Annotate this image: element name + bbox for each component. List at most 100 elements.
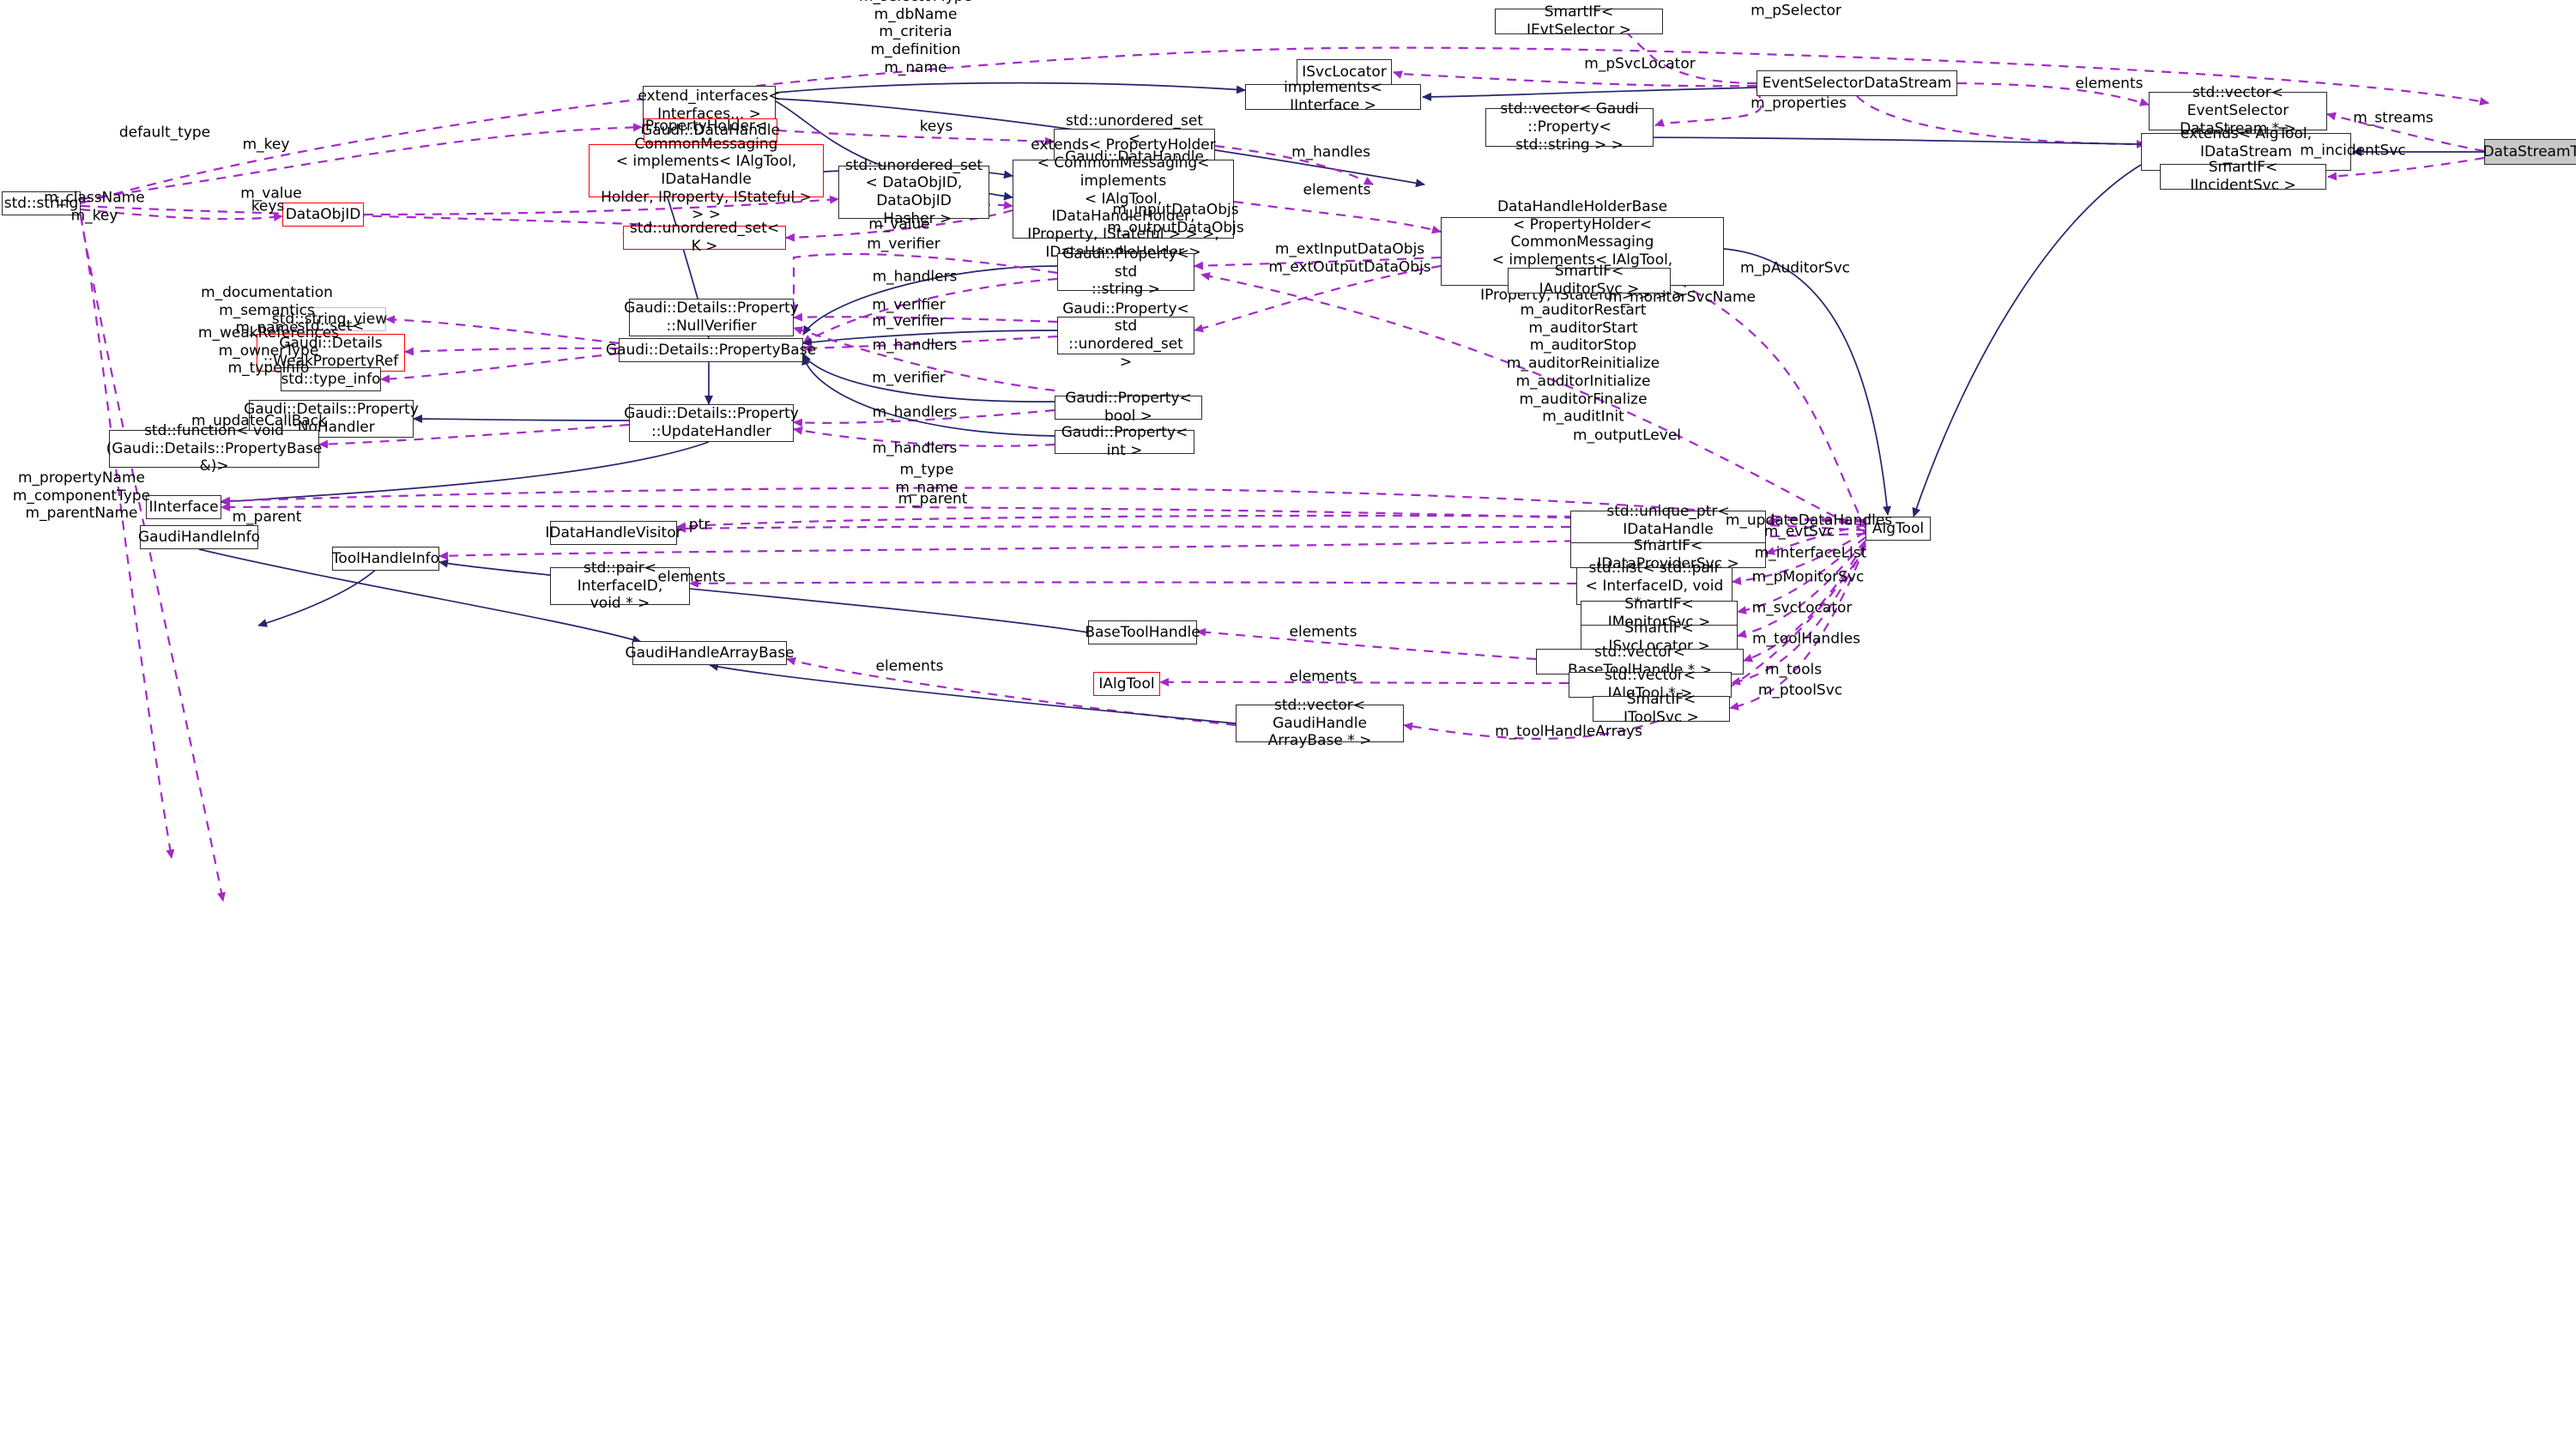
edge-e64	[689, 578, 1577, 588]
edge-label-svclocator: m_svcLocator	[1751, 599, 1853, 617]
class-node-gaudi_property_int[interactable]: Gaudi::Property< int >	[1055, 424, 1194, 459]
edge-e27	[1670, 278, 1866, 529]
edge-e63	[676, 523, 1571, 533]
edge-e12	[80, 46, 2489, 205]
edge-label-elements_gaudihandlearray: elements	[875, 657, 944, 675]
class-node-implements_iinterface[interactable]: implements< IInterface >	[1245, 79, 1421, 114]
edge-label-elements_basetoolhandle: elements	[1289, 623, 1358, 641]
class-node-std_function_void[interactable]: std::function< void (Gaudi::Details::Pro…	[106, 421, 323, 475]
edge-e66	[1159, 677, 1569, 687]
class-node-vector_gaudi_property_string_top[interactable]: std::vector< Gaudi ::Property< std::stri…	[1485, 100, 1654, 154]
edge-label-pauditorsvc: m_pAuditorSvc	[1739, 259, 1851, 277]
edge-label-pmonitorsvc: m_pMonitorSvc	[1751, 568, 1865, 586]
edge-label-classname_mkey: m_className m_key	[44, 189, 145, 224]
class-node-gaudihandlearraybase[interactable]: GaudiHandleArrayBase	[626, 641, 795, 665]
edge-label-toolhandlearrays: m_toolHandleArrays	[1495, 723, 1642, 741]
class-node-std_string[interactable]: std::string	[2, 191, 81, 215]
class-node-algtool[interactable]: AlgTool	[1865, 517, 1931, 541]
edge-e4	[1654, 88, 1763, 127]
edge-e5	[1856, 95, 2146, 148]
class-node-gaudi_property_unordered_set[interactable]: Gaudi::Property< std ::unordered_set >	[1057, 300, 1194, 371]
class-node-idatahandlevisitor[interactable]: IDataHandleVisitor	[545, 521, 682, 545]
edge-label-elements_ialgtool: elements	[1289, 668, 1358, 686]
class-node-dataobjid[interactable]: DataObjID	[282, 203, 364, 227]
class-node-smartif_ievtselector[interactable]: SmartIF< IEvtSelector >	[1495, 3, 1663, 39]
class-node-vector_gaudihandlearraybase[interactable]: std::vector< GaudiHandle ArrayBase * >	[1236, 697, 1404, 749]
edge-e9	[2327, 156, 2485, 181]
edge-label-incidentsvc: m_incidentSvc	[2300, 142, 2406, 160]
edge-label-verifier_3: m_verifier	[872, 312, 946, 330]
edge-e2	[1393, 70, 1757, 88]
edge-e42	[385, 315, 620, 345]
edge-label-ptr: ptr	[688, 516, 711, 534]
edge-label-m_value_k: m_value	[868, 215, 930, 233]
edge-label-selector_block: m_selectorType m_dbName m_criteria m_def…	[859, 0, 972, 77]
edge-label-handlers_2: m_handlers	[872, 336, 958, 354]
edge-e3	[1422, 87, 1757, 101]
edge-label-input_output_dataobjs: m_inputDataObjs m_outputDataObjs	[1107, 201, 1244, 236]
class-node-iinterface[interactable]: IInterface	[146, 495, 221, 519]
class-node-gaudi_property_string[interactable]: Gaudi::Property< std ::string >	[1057, 245, 1194, 298]
edge-e43	[404, 347, 620, 356]
class-node-unordered_set_dataobjid[interactable]: std::unordered_set < DataObjID, DataObjI…	[838, 157, 989, 227]
class-node-datastreamtool[interactable]: DataStreamTool	[2482, 139, 2576, 165]
edge-label-keys_datahandle: keys	[919, 118, 953, 136]
edge-label-elements_pair: elements	[657, 568, 726, 586]
edge-label-elements_esds: elements	[2075, 75, 2144, 93]
class-node-ialgtool[interactable]: IAlgTool	[1093, 672, 1160, 696]
class-node-std_type_info[interactable]: std::type_info	[281, 367, 381, 391]
class-node-gaudihandleinfo[interactable]: GaudiHandleInfo	[138, 525, 260, 549]
edge-e45	[413, 414, 630, 424]
edge-label-streams: m_streams	[2353, 109, 2434, 127]
edge-e40	[801, 355, 1055, 437]
edge-label-default_type: default_type	[118, 124, 211, 142]
edge-label-parent_top: m_parent	[898, 490, 968, 508]
edge-label-updatecallback: m_updateCallBack	[191, 412, 327, 430]
edge-label-handlers_3: m_handlers	[872, 403, 958, 421]
edge-label-psvclocator: m_pSvcLocator	[1584, 55, 1696, 73]
edge-label-outputlevel: m_outputLevel	[1572, 427, 1682, 445]
edge-label-toolhandles: m_toolHandles	[1751, 630, 1861, 648]
edge-label-handlers_1: m_handlers	[872, 268, 958, 286]
edge-e44	[380, 352, 620, 384]
edge-e16	[777, 129, 1055, 146]
edge-label-handles: m_handles	[1291, 143, 1370, 161]
edge-label-parent_left: m_parent	[232, 508, 302, 526]
class-node-toolhandleinfo[interactable]: ToolHandleInfo	[332, 547, 439, 571]
edge-e20	[80, 204, 653, 235]
edge-label-weakrefs_block: m_weakReferences m_ownerType m_typeinfo	[197, 324, 340, 378]
edge-e65	[1196, 627, 1537, 661]
edge-label-interfacelist: m_interfaceList	[1754, 544, 1867, 562]
edge-e67	[786, 656, 1237, 727]
edge-label-keys_dataobjid: keys	[251, 197, 285, 215]
class-node-set_weakpropertyref[interactable]: std::set< Gaudi::Details ::WeakPropertyR…	[257, 318, 405, 388]
class-node-eventselectordatastream[interactable]: EventSelectorDataStream	[1757, 70, 1957, 96]
edge-label-ptoolsvc: m_ptoolSvc	[1757, 681, 1843, 699]
class-node-smartif_iincidentsvc[interactable]: SmartIF< IIncidentSvc >	[2160, 159, 2326, 194]
edge-e68	[438, 559, 1089, 633]
class-node-unordered_set_k[interactable]: std::unordered_set< K >	[623, 220, 786, 255]
edge-label-tools: m_tools	[1764, 661, 1823, 679]
edge-label-auditor_block: m_auditorRestart m_auditorStart m_audito…	[1506, 301, 1660, 426]
edge-label-documentation_block: m_documentation m_semantics m_name	[201, 283, 333, 337]
class-node-gaudi_propertybase[interactable]: Gaudi::Details::PropertyBase	[606, 338, 816, 362]
class-node-std_string_view[interactable]: std::string_view	[272, 307, 387, 331]
edge-label-evtsvc: m_evtSvc	[1763, 523, 1835, 541]
edge-label-ext_dataobjs: m_extInputDataObjs m_extOutputDataObjs	[1268, 240, 1431, 275]
class-node-propertyholder_commonmessaging[interactable]: PropertyHolder< CommonMessaging < implem…	[589, 118, 824, 223]
edge-e11	[1912, 164, 2142, 517]
edge-label-elements_dataobjid: elements	[1303, 181, 1371, 199]
edge-e10	[1587, 133, 2142, 145]
edge-label-verifier_2: m_verifier	[872, 296, 946, 314]
edge-label-verifier_4: m_verifier	[872, 369, 946, 387]
edge-label-verifier_1: m_verifier	[867, 235, 940, 253]
class-node-gaudi_property_bool[interactable]: Gaudi::Property< bool >	[1055, 390, 1202, 425]
class-node-gaudi_property_nullverifier[interactable]: Gaudi::Details::Property ::NullVerifier	[624, 299, 799, 336]
edge-label-handlers_4: m_handlers	[872, 439, 958, 457]
class-node-basetoolhandle[interactable]: BaseToolHandle	[1085, 620, 1200, 644]
edge-label-pselector: m_pSelector	[1751, 2, 1841, 20]
edge-label-m_key_left: m_key	[242, 136, 290, 154]
class-node-smartif_itoolsvc[interactable]: SmartIF< IToolSvc >	[1593, 691, 1730, 726]
class-node-gaudi_property_updatehandler[interactable]: Gaudi::Details::Property ::UpdateHandler	[624, 404, 799, 442]
